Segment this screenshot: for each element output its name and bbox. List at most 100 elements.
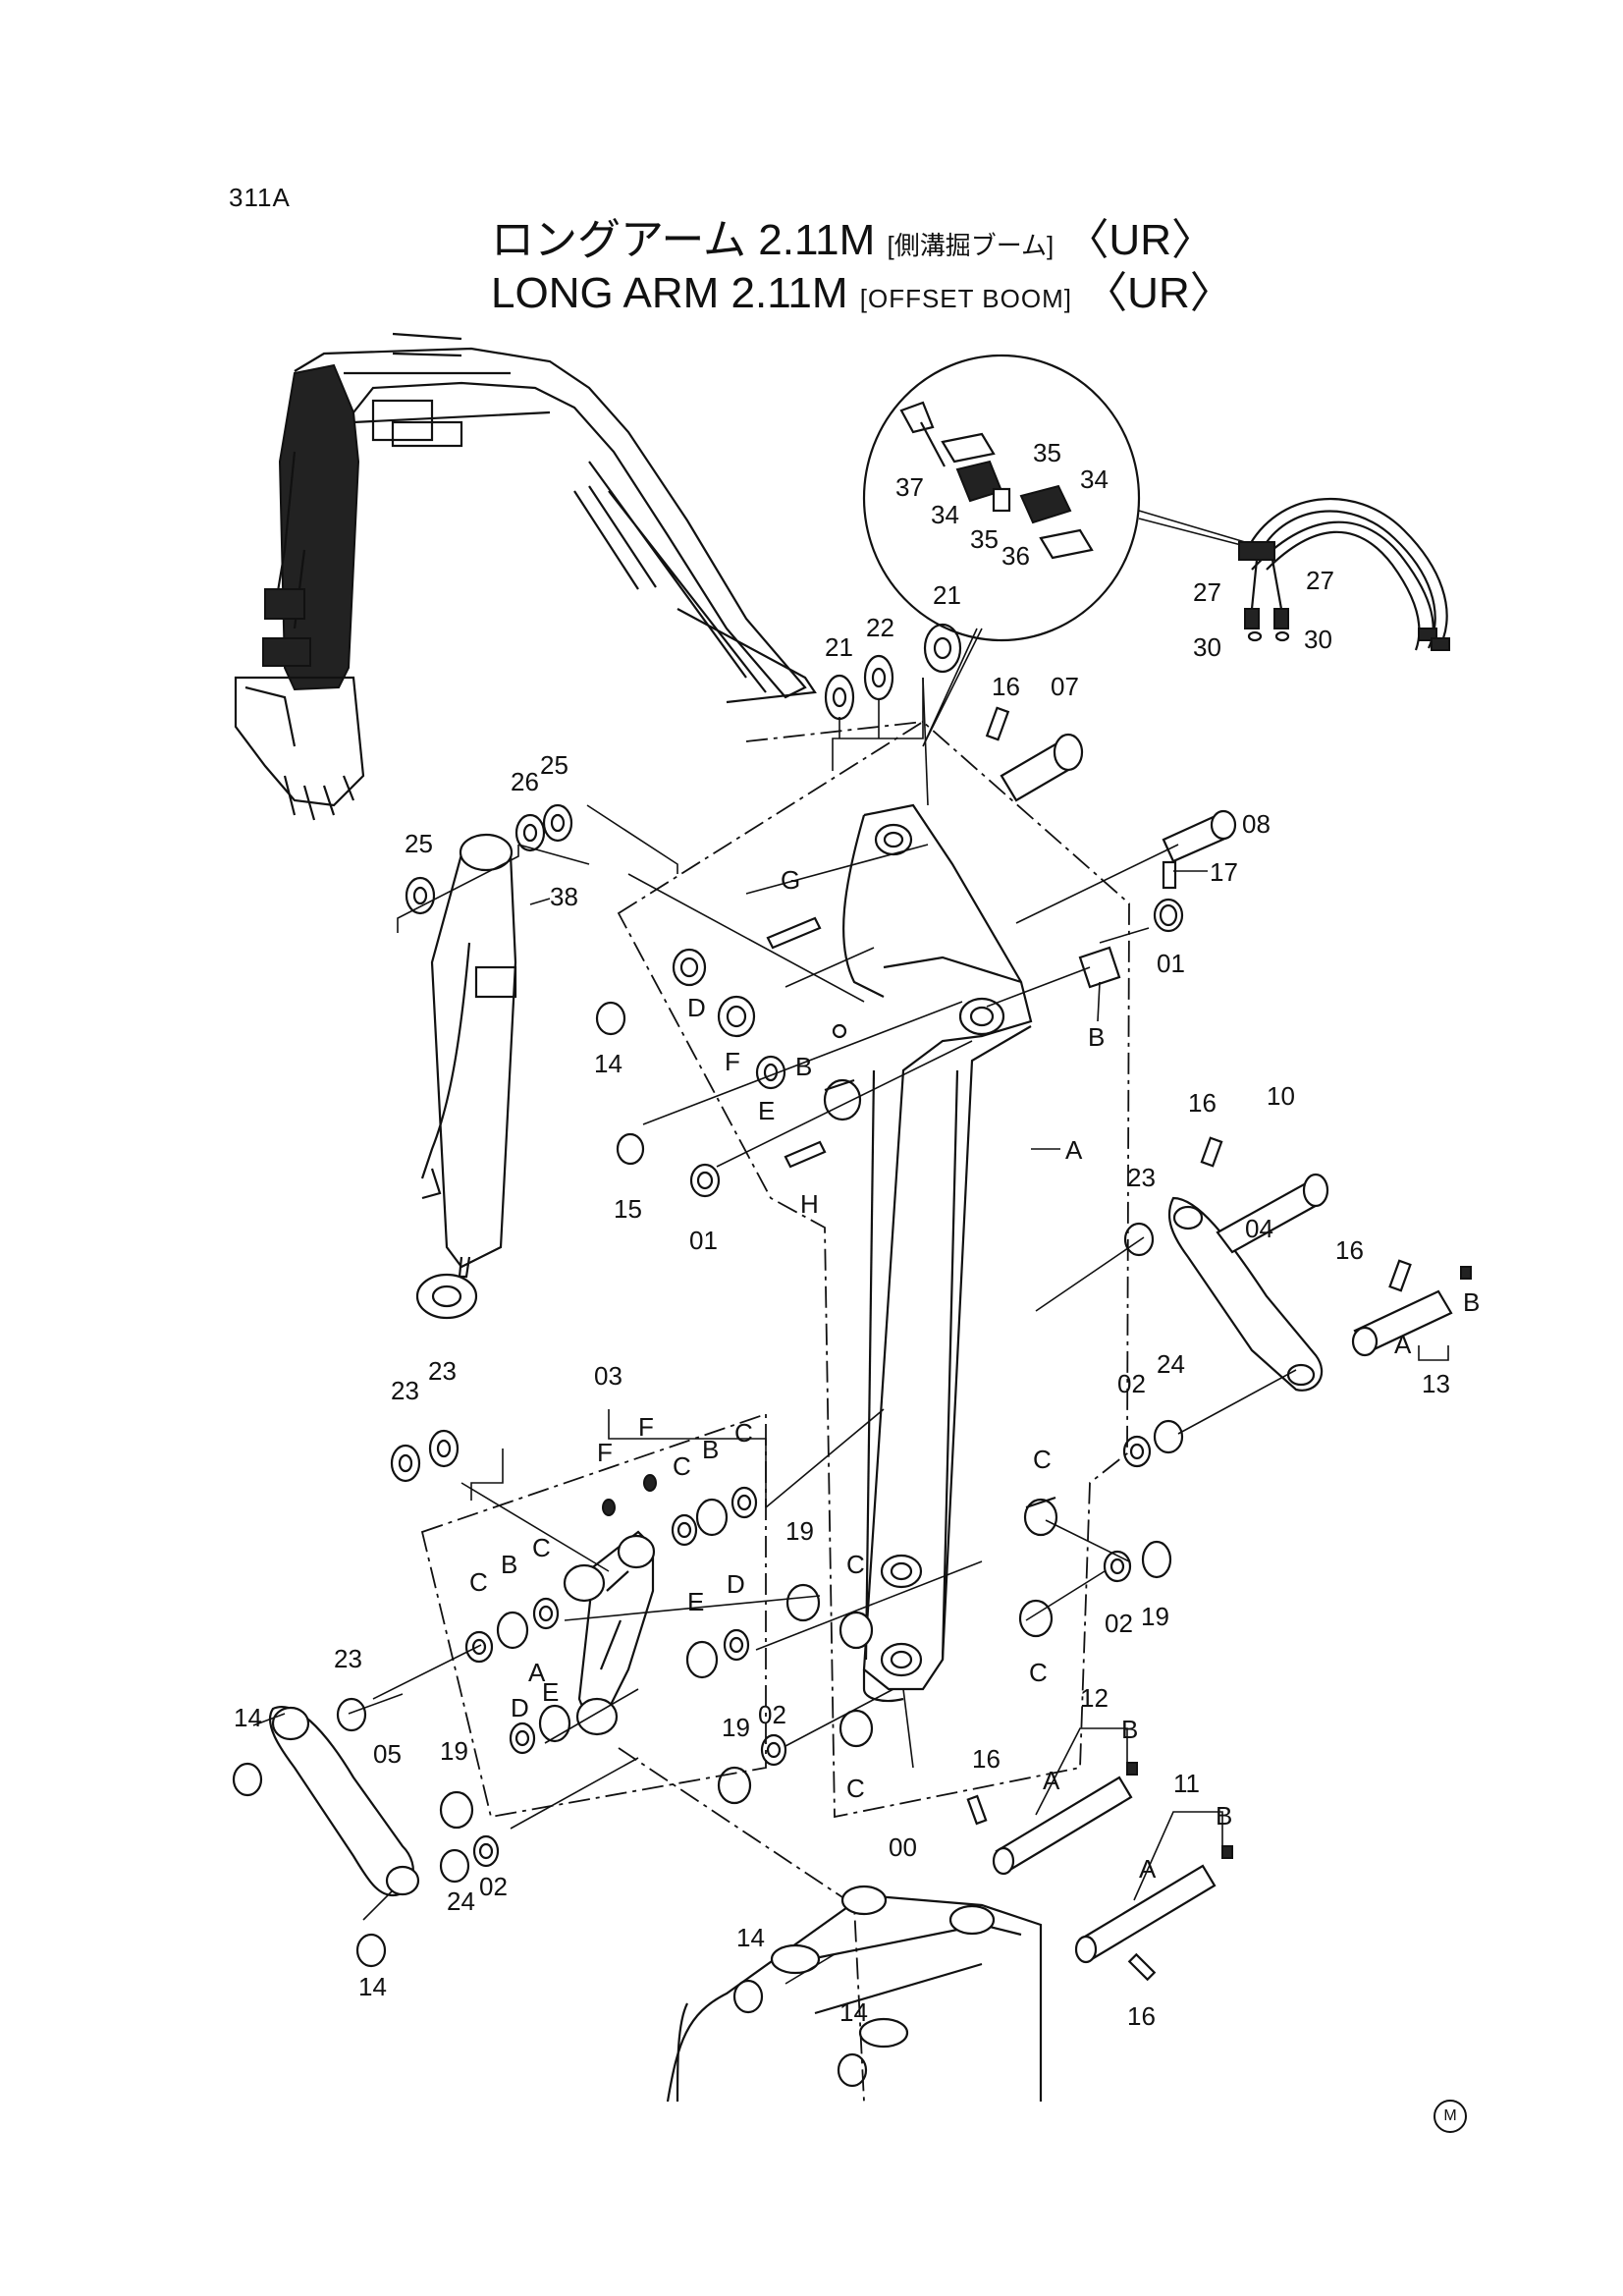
label-23c: 23 — [428, 1356, 457, 1386]
label-C7: C — [1029, 1658, 1048, 1687]
label-12: 12 — [1080, 1683, 1109, 1713]
label-H: H — [800, 1189, 819, 1219]
page-number: 311A — [229, 183, 291, 212]
label-25a: 25 — [540, 750, 568, 780]
label-03: 03 — [594, 1361, 622, 1391]
label-19c: 19 — [440, 1736, 468, 1766]
label-00: 00 — [889, 1832, 917, 1862]
callout-labels: 37 34 35 36 35 34 27 27 30 30 21 22 21 1… — [234, 438, 1480, 2031]
leader-lines — [252, 628, 1449, 1985]
bucket-link-03 — [563, 1530, 656, 1736]
label-35a: 35 — [970, 524, 999, 554]
label-21b: 21 — [933, 580, 961, 610]
label-23a: 23 — [1127, 1163, 1156, 1192]
label-01a: 01 — [689, 1226, 718, 1255]
label-02d: 02 — [479, 1872, 508, 1901]
label-14c: 14 — [358, 1972, 387, 2001]
label-07: 07 — [1051, 672, 1079, 701]
label-16d: 16 — [972, 1744, 1001, 1774]
label-02a: 02 — [1117, 1369, 1146, 1398]
label-E3: E — [542, 1677, 559, 1707]
label-23b: 23 — [391, 1376, 419, 1405]
hose-clamp-detail — [862, 354, 1246, 642]
label-25b: 25 — [405, 829, 433, 858]
title-en-note: [OFFSET BOOM] — [859, 284, 1072, 313]
label-21a: 21 — [825, 632, 853, 662]
label-E1: E — [758, 1096, 775, 1125]
label-19d: 19 — [722, 1713, 750, 1742]
label-D1: D — [687, 993, 706, 1022]
title-en-main: LONG ARM 2.11M — [491, 269, 848, 317]
label-23d: 23 — [334, 1644, 362, 1673]
title-japanese: ロングアーム 2.11M [側溝掘ブーム] 〈UR〉 — [491, 204, 1215, 267]
label-34b: 34 — [1080, 465, 1109, 494]
label-G: G — [781, 865, 800, 895]
label-E2: E — [687, 1587, 704, 1616]
label-B3: B — [1463, 1287, 1480, 1317]
label-16c: 16 — [1335, 1235, 1364, 1265]
label-C1: C — [673, 1451, 691, 1481]
label-B6: B — [1121, 1715, 1138, 1744]
label-26: 26 — [511, 767, 539, 796]
label-19a: 19 — [785, 1516, 814, 1546]
rings-and-pins — [232, 623, 1472, 2088]
label-16e: 16 — [1127, 2001, 1156, 2031]
title-jp-code: 〈UR〉 — [1065, 216, 1215, 264]
label-24b: 24 — [447, 1886, 475, 1916]
label-34a: 34 — [931, 500, 959, 529]
label-14a: 14 — [594, 1049, 622, 1078]
label-14b: 14 — [234, 1703, 262, 1732]
label-01b: 01 — [1157, 949, 1185, 978]
hoses-assembly — [1238, 498, 1450, 651]
label-27b: 27 — [1306, 566, 1334, 595]
label-A1: A — [1065, 1135, 1083, 1165]
label-35b: 35 — [1033, 438, 1061, 467]
label-19b: 19 — [1141, 1602, 1169, 1631]
label-11: 11 — [1173, 1769, 1200, 1798]
label-10: 10 — [1267, 1081, 1295, 1111]
label-D2: D — [727, 1569, 745, 1599]
m-mark-symbol: M — [1434, 2100, 1467, 2133]
link-04 — [1168, 1196, 1324, 1392]
label-D3: D — [511, 1693, 529, 1722]
label-A5: A — [1139, 1854, 1157, 1884]
label-02c: 02 — [758, 1700, 786, 1729]
label-C8: C — [846, 1774, 865, 1803]
label-C4: C — [469, 1567, 488, 1597]
title-english: LONG ARM 2.11M [OFFSET BOOM] 〈UR〉 — [491, 257, 1233, 320]
label-14e: 14 — [839, 1997, 868, 2027]
label-F2: F — [597, 1438, 613, 1467]
label-B1: B — [795, 1052, 812, 1081]
arm-cylinder — [415, 833, 517, 1320]
label-16a: 16 — [992, 672, 1020, 701]
label-30a: 30 — [1193, 632, 1221, 662]
label-B5: B — [501, 1550, 517, 1579]
excavator-overview — [234, 332, 817, 821]
label-C3: C — [1033, 1445, 1052, 1474]
label-27a: 27 — [1193, 577, 1221, 607]
label-36: 36 — [1001, 541, 1030, 571]
label-A2: A — [1394, 1330, 1412, 1359]
label-13: 13 — [1422, 1369, 1450, 1398]
arm-body — [832, 803, 1033, 1703]
bucket — [666, 1885, 1043, 2103]
label-05: 05 — [373, 1739, 402, 1769]
label-C5: C — [532, 1533, 551, 1562]
label-16b: 16 — [1188, 1088, 1217, 1118]
label-14d: 14 — [736, 1923, 765, 1952]
label-02b: 02 — [1105, 1609, 1133, 1638]
label-15: 15 — [614, 1194, 642, 1224]
label-C2: C — [734, 1418, 753, 1448]
label-A3: A — [528, 1658, 546, 1687]
title-jp-note: [側溝掘ブーム] — [887, 231, 1055, 260]
label-B4: B — [702, 1435, 719, 1464]
label-B2: B — [1088, 1022, 1105, 1052]
label-F3: F — [638, 1412, 654, 1442]
label-24a: 24 — [1157, 1349, 1185, 1379]
link-05 — [268, 1706, 420, 1897]
label-30b: 30 — [1304, 625, 1332, 654]
label-37: 37 — [895, 472, 924, 502]
label-C6: C — [846, 1550, 865, 1579]
title-jp-main: ロングアーム 2.11M — [491, 216, 876, 264]
